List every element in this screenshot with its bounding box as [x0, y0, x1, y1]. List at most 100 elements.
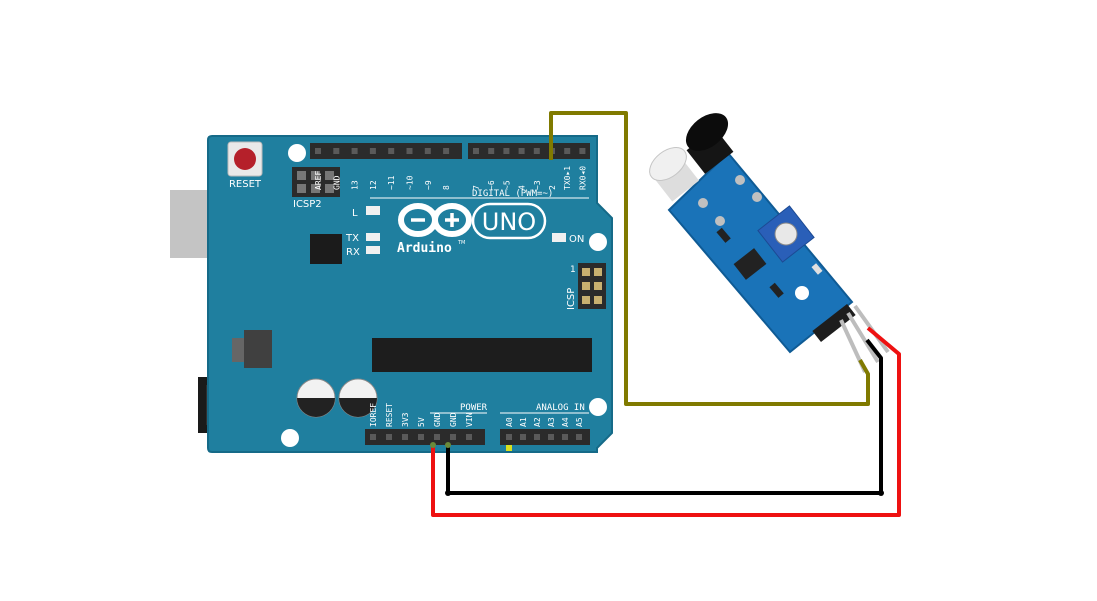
ir-sensor-module [649, 113, 890, 373]
capacitor [296, 378, 336, 418]
digital-pin-label: GND [332, 175, 341, 190]
reset-label: RESET [229, 179, 262, 190]
digital-pin-socket[interactable] [369, 148, 376, 154]
icsp-pin1-label: 1 [570, 265, 576, 275]
digital-pin-socket[interactable] [351, 148, 358, 154]
power-pin-socket[interactable] [450, 434, 456, 440]
power-header-pins [370, 434, 472, 440]
analog-header [500, 429, 590, 445]
mounting-hole [281, 429, 299, 447]
usb-connector-shade [170, 190, 210, 258]
a0-pin-marker [506, 445, 512, 451]
tx-led [366, 233, 380, 241]
solder-pad [698, 198, 708, 208]
on-led [552, 233, 566, 242]
logo-loop-right [432, 203, 472, 237]
digital-pin-socket[interactable] [388, 148, 395, 154]
mounting-hole [288, 144, 306, 162]
pin-label: A0 [505, 417, 514, 427]
digital-pin-socket[interactable] [518, 148, 525, 154]
digital-pin-label: 8 [442, 185, 451, 190]
power-pin-socket[interactable] [402, 434, 408, 440]
pin-label: A1 [519, 417, 528, 427]
status-led [811, 263, 823, 275]
tx-led-label: TX [345, 233, 359, 244]
power-pin-socket[interactable] [434, 434, 440, 440]
wire-joint [878, 490, 884, 496]
digital-pin-socket[interactable] [315, 148, 321, 154]
comparator-chip [733, 248, 767, 280]
power-pin-socket[interactable] [370, 434, 376, 440]
digital-pin-socket[interactable] [333, 148, 340, 154]
digital-header-pins [315, 148, 586, 154]
sensor-pin-header [812, 303, 856, 343]
digital-pin-socket[interactable] [473, 148, 479, 154]
digital-pin-label: ~9 [424, 180, 433, 190]
power-pin-socket[interactable] [466, 434, 472, 440]
pin-label: A3 [547, 417, 556, 427]
power-header [365, 429, 485, 445]
ir-emitter-led [649, 147, 700, 202]
resistor [769, 282, 784, 298]
digital-label: DIGITAL (PWM=~) [472, 189, 553, 199]
arduino-uno-board: RESET ICSP2 L TX RX UNO Ardui [170, 135, 613, 453]
digital-pin-socket[interactable] [424, 148, 431, 154]
digital-pin-label: ~6 [487, 180, 496, 190]
digital-pin-socket[interactable] [406, 148, 413, 154]
rx-led-label: RX [346, 247, 360, 258]
digital-pin-socket[interactable] [564, 148, 571, 154]
reset-button-cap[interactable] [234, 148, 256, 170]
icsp-header [578, 263, 606, 309]
digital-pin-label: ~10 [406, 175, 415, 190]
mounting-hole [589, 398, 607, 416]
digital-pin-label: AREF [314, 171, 323, 190]
brand-tm-label: TM [457, 240, 465, 246]
analog-header-pins [506, 434, 582, 440]
digital-pin-socket[interactable] [443, 148, 450, 154]
wire-joint [445, 442, 451, 448]
digital-pin-label: 4 [518, 185, 527, 190]
digital-header-right [468, 143, 590, 159]
board-pcb [207, 135, 613, 453]
wire-joint [445, 490, 451, 496]
solder-pad [715, 216, 725, 226]
power-label: POWER [460, 403, 488, 413]
power-pin-socket[interactable] [418, 434, 424, 440]
pin-label: IOREF [369, 403, 378, 427]
wire-joint [430, 442, 436, 448]
digital-pin-label: 2 [548, 185, 557, 190]
digital-pin-socket[interactable] [533, 148, 540, 154]
icsp2-label: ICSP2 [293, 199, 322, 210]
sensor-mounting-hole [795, 286, 809, 300]
pin-label: 3V3 [401, 412, 410, 427]
potentiometer-knob[interactable] [774, 222, 798, 246]
analog-label: ANALOG IN [536, 403, 585, 413]
pin-label: VIN [465, 412, 474, 427]
power-pin-socket[interactable] [386, 434, 392, 440]
digital-pin-socket[interactable] [579, 148, 586, 154]
mounting-hole [589, 233, 607, 251]
analog-pin-socket[interactable] [576, 434, 582, 440]
analog-pin-socket[interactable] [506, 434, 512, 440]
analog-pin-socket[interactable] [548, 434, 554, 440]
capacitor [338, 378, 378, 418]
digital-header-left [310, 143, 462, 159]
digital-pin-label: TX0▸1 [563, 166, 572, 190]
icsp-label: ICSP [566, 288, 577, 310]
solder-pad [752, 192, 762, 202]
digital-pin-socket[interactable] [488, 148, 495, 154]
analog-pin-socket[interactable] [562, 434, 568, 440]
digital-pin-label: ~5 [502, 180, 511, 190]
model-label: UNO [482, 208, 536, 236]
analog-pin-socket[interactable] [520, 434, 526, 440]
pin-label: GND [433, 412, 442, 427]
digital-pin-socket[interactable] [503, 148, 510, 154]
pin-label: GND [449, 412, 458, 427]
ir-receiver-led [685, 113, 734, 174]
brand-label: Arduino [397, 241, 452, 256]
usb-chip [310, 234, 342, 264]
analog-pin-socket[interactable] [534, 434, 540, 440]
